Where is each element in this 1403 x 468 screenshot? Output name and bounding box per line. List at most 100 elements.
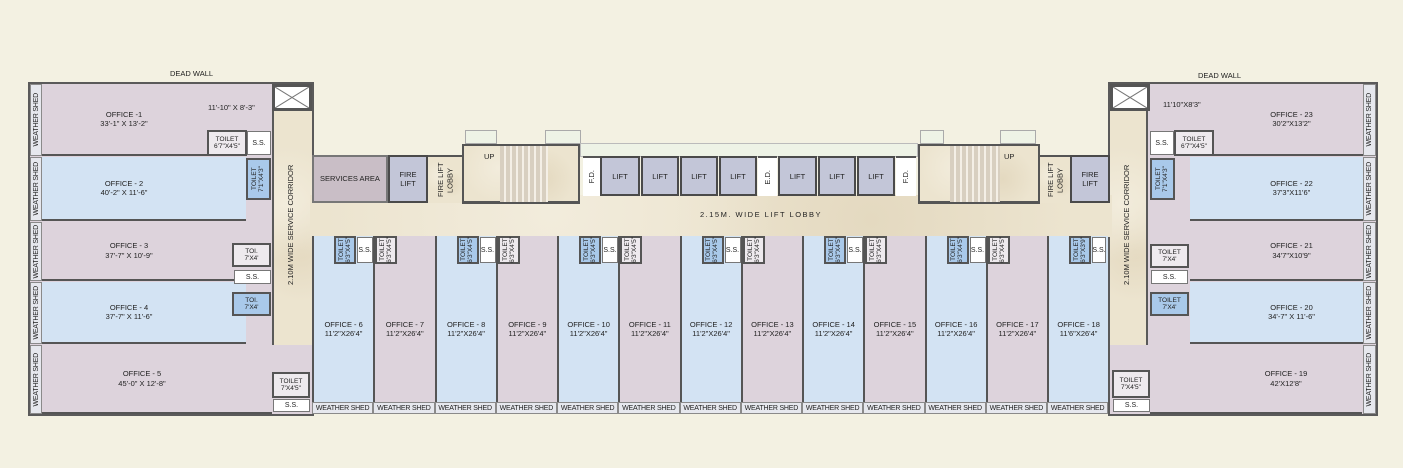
office-size: 11'2"X26'4": [447, 329, 485, 338]
toilet-label: TOILET: [1158, 296, 1181, 304]
toilet-size: 7'1"X4'3": [258, 166, 266, 192]
office-size: 11'2"X26'4": [508, 329, 547, 338]
weather-shed-label: WEATHER SHED: [32, 352, 40, 407]
weather-shed: WEATHER SHED: [1363, 157, 1376, 221]
office-name: OFFICE - 19: [1264, 369, 1308, 379]
ss-office-20-21: S.S.: [1151, 270, 1188, 284]
office-size: 11'2"X26'4": [876, 329, 914, 338]
toilet-office-10: TOILET 6'3"X4'5": [579, 236, 601, 264]
office-name: OFFICE - 11: [628, 319, 671, 329]
toilet-office-12: TOILET 6'3"X4'5": [701, 236, 724, 264]
balcony: [465, 130, 497, 144]
office-name: OFFICE - 13: [751, 319, 794, 329]
office-size: 45'-0" X 12'-8": [118, 378, 166, 388]
weather-shed: WEATHER SHED: [30, 282, 42, 344]
weather-shed: WEATHER SHED: [1363, 84, 1376, 156]
office-name: OFFICE - 6: [324, 319, 363, 329]
weather-shed: WEATHER SHED: [618, 402, 680, 414]
toilet-office-15: TOILET 6'3"X4'5": [865, 236, 888, 264]
fire-lift-lobby-left: FIRE LIFT LOBBY: [428, 155, 462, 203]
toilet-label: TOILET 6'3"X4'5": [991, 237, 1006, 263]
office-size: 11'2"X26'4": [692, 329, 730, 338]
fire-lift-lobby-label: FIRE LIFT LOBBY: [435, 162, 454, 198]
toilet-label: TOILET: [1119, 376, 1143, 384]
ss-office-5: S.S.: [273, 399, 310, 412]
toilet-label: TOILET: [1182, 135, 1206, 143]
office-name: OFFICE - 8: [446, 319, 486, 329]
weather-shed: WEATHER SHED: [434, 402, 496, 414]
office-name: OFFICE - 9: [508, 319, 547, 329]
toilet-label: TOILET 6'3"X4'5": [501, 237, 516, 263]
toilet-office-18: TOILET 6'3"X3'9": [1069, 236, 1091, 264]
toilet-label: TOI.: [245, 296, 258, 304]
ss-office-1: S.S.: [247, 131, 271, 155]
toilet-office-4: TOI.7'X4': [232, 292, 271, 316]
fd-label: F.D.: [586, 170, 596, 184]
office-size: 11'2"X26'4": [753, 329, 792, 338]
weather-shed: WEATHER SHED: [312, 402, 374, 414]
right-corridor-label: 2.10M WIDE SERVICE CORRIDOR: [1122, 164, 1131, 286]
weather-shed-label: WEATHER SHED: [1366, 224, 1373, 279]
ss-shaft: S.S.: [1092, 237, 1106, 263]
toilet-label: TOILET 6'3"X4'5": [746, 237, 761, 263]
weather-shed: WEATHER SHED: [802, 402, 864, 414]
lift-6: LIFT: [778, 156, 817, 196]
office-size: 37'-7" X 11'-6": [105, 312, 153, 321]
office-name: OFFICE - 10: [567, 319, 610, 329]
ss-shaft: S.S.: [357, 237, 373, 263]
weather-shed: WEATHER SHED: [373, 402, 435, 414]
office-23-room-size: 11'10"X8'3": [1163, 100, 1201, 109]
weather-shed: WEATHER SHED: [1363, 282, 1376, 344]
office-name: OFFICE - 12: [689, 319, 733, 329]
weather-shed-label: WEATHER SHED: [32, 162, 40, 216]
office-name: OFFICE - 14: [812, 319, 855, 329]
toilet-office-6: TOILET 6'3"X4'5": [334, 236, 356, 264]
office-size: 34'7"X10'9": [1272, 250, 1311, 260]
toilet-size: 7'X4': [244, 304, 259, 311]
weather-shed: WEATHER SHED: [924, 402, 986, 414]
left-service-corridor: 2.10M WIDE SERVICE CORRIDOR: [272, 110, 312, 345]
weather-shed-label: WEATHER SHED: [1366, 286, 1373, 340]
dead-wall-label-left: DEAD WALL: [170, 69, 214, 78]
lift-4: LIFT: [719, 156, 757, 196]
toilet-office-3: TOI.7'X4': [232, 243, 271, 267]
toilet-label: TOILET 6'3"X4'5": [460, 237, 475, 263]
weather-shed-label: WEATHER SHED: [32, 93, 40, 147]
toilet-office-16: TOILET 6'3"X4'5": [946, 236, 969, 264]
weather-shed: WEATHER SHED: [30, 84, 42, 156]
toilet-label: TOILET 6'3"X4'5": [624, 237, 639, 263]
weather-shed-label: WEATHER SHED: [1366, 162, 1373, 216]
stair-up-label: UP: [484, 152, 495, 161]
office-name: OFFICE - 5: [122, 369, 162, 379]
toilet-label: TOILET 6'3"X4'5": [337, 237, 352, 263]
office-size: 40'-2" X 11'-6": [100, 188, 148, 197]
ss-shaft: S.S.: [602, 237, 618, 263]
left-duct-shaft: [272, 84, 312, 111]
weather-shed: WEATHER SHED: [495, 402, 557, 414]
weather-shed: WEATHER SHED: [740, 402, 802, 414]
fire-door: F.D.: [896, 156, 916, 196]
office-size: 33'-1" X 13'-2": [100, 119, 148, 128]
toilet-label: TOILET 6'3"X4'5": [379, 237, 394, 263]
weather-shed: WEATHER SHED: [30, 345, 42, 414]
lift-3: LIFT: [680, 156, 718, 196]
office-size: 34'-7" X 11'-6": [1268, 312, 1315, 321]
toilet-office-22: TOILET 7'1"X4'3": [1150, 158, 1175, 200]
weather-shed: WEATHER SHED: [985, 402, 1047, 414]
office-name: OFFICE - 18: [1057, 319, 1100, 329]
lift-1: LIFT: [600, 156, 640, 196]
ss-shaft: S.S.: [969, 237, 986, 263]
weather-shed-label: WEATHER SHED: [1366, 352, 1373, 407]
office-name: OFFICE - 15: [873, 319, 917, 329]
